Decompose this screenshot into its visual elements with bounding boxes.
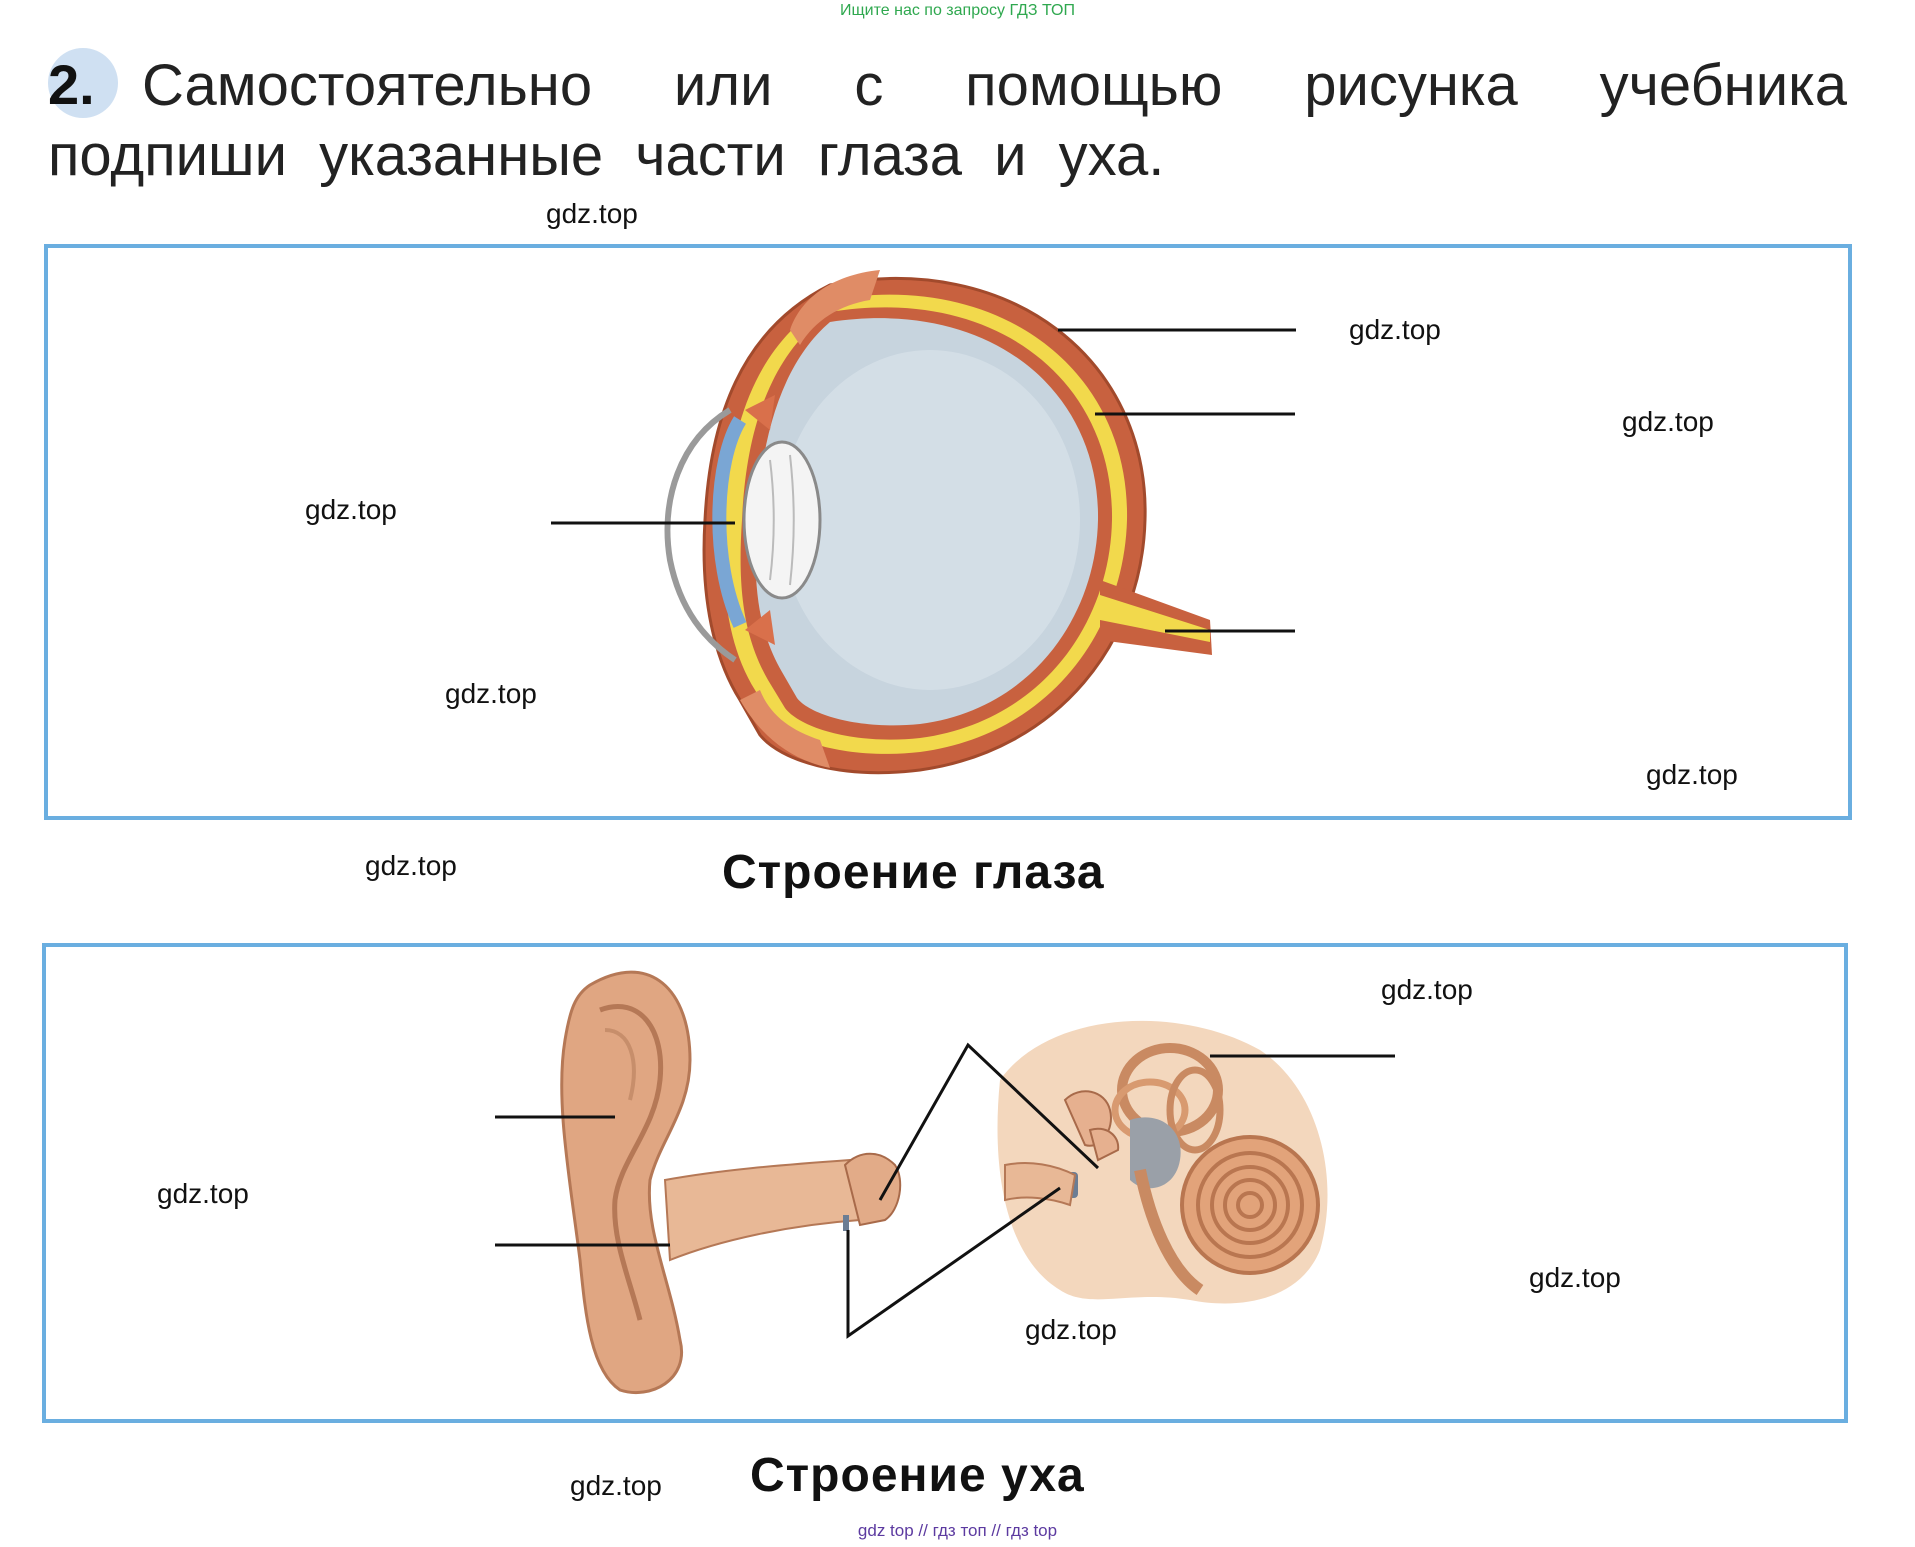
task-instruction-line-2: подпиши указанные части глаза и уха.	[48, 123, 1165, 188]
watermark: gdz.top	[445, 678, 537, 709]
watermark: gdz.top	[365, 850, 457, 881]
zoom-line-lower	[846, 1186, 1061, 1339]
watermark: gdz.top	[1349, 314, 1441, 345]
watermark: gdz.top	[546, 198, 638, 229]
task-instruction-line-1: Самостоятельно или с помощью рисунка уче…	[142, 53, 1847, 118]
eye-diagram-frame	[44, 244, 1852, 820]
task-number-badge	[48, 48, 118, 118]
watermark: gdz.top	[1025, 1314, 1117, 1345]
eye-caption: Строение глаза	[722, 846, 1105, 899]
inner-ear-illustration	[997, 1020, 1328, 1304]
ear-caption: Строение уха	[750, 1449, 1085, 1502]
watermark: gdz.top	[1381, 974, 1473, 1005]
bottom-banner[interactable]: gdz top // гдз топ // гдз top	[857, 1521, 1058, 1540]
watermark: gdz.top	[305, 494, 397, 525]
watermark: gdz.top	[570, 1470, 662, 1501]
task-number: 2.	[48, 53, 95, 116]
zoom-line-upper	[878, 1042, 1100, 1201]
watermark: gdz.top	[1529, 1262, 1621, 1293]
top-banner[interactable]: Ищите нас по запросу ГДЗ ТОП	[840, 2, 1075, 19]
watermark: gdz.top	[1646, 759, 1738, 790]
ear-diagram-frame	[42, 943, 1848, 1423]
watermark: gdz.top	[1622, 406, 1714, 437]
eyeball-illustration	[664, 270, 1212, 775]
outer-ear-illustration	[560, 970, 902, 1395]
watermark: gdz.top	[157, 1178, 249, 1209]
